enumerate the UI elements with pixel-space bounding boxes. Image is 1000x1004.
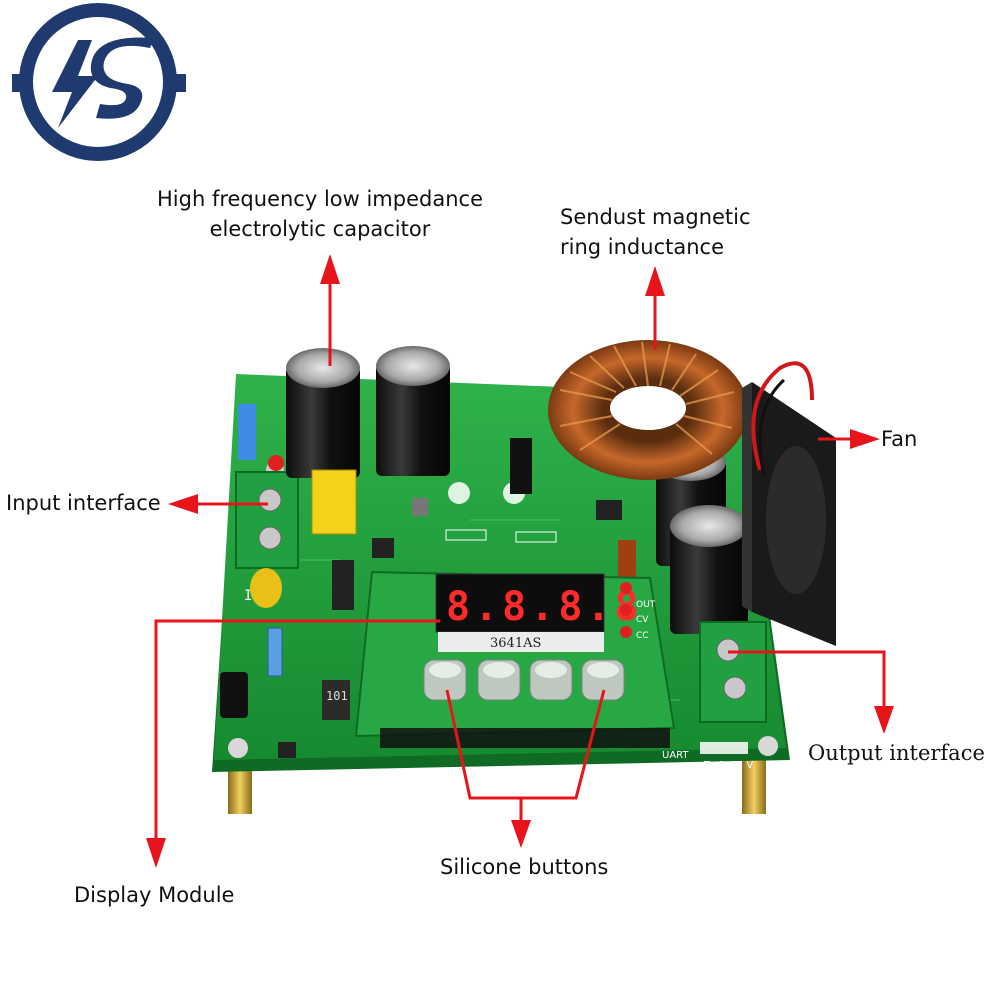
output-interface-label: Output interface [808, 741, 985, 765]
capacitor-label-line2: electrolytic capacitor [209, 217, 431, 241]
display-module-label: Display Module [74, 883, 235, 907]
input-interface-label: Input interface [6, 491, 161, 515]
led-cc-label: CC [636, 631, 649, 641]
led-out-label: OUT [636, 600, 656, 610]
inductor-code: 101 [326, 689, 348, 703]
uart-header: UART T G R V [662, 742, 755, 771]
output-terminal-block [699, 621, 767, 723]
inductance-label-line2: ring inductance [560, 235, 724, 259]
yellow-capacitor [311, 469, 357, 535]
display-digits: 8.8.8.8 [446, 584, 643, 630]
silicone-buttons [423, 659, 625, 701]
callout-arrows [146, 254, 894, 868]
small-components: 101 [220, 438, 636, 758]
electrolytic-capacitors [286, 346, 748, 634]
led-cv-label: CV [636, 615, 649, 625]
toroid-inductor [548, 340, 748, 480]
display-model: 3641AS [490, 636, 541, 651]
jumper [238, 404, 256, 460]
display-module: 8.8.8.8 3641AS OUT CV CC [354, 570, 676, 748]
uart-label: UART [662, 750, 689, 761]
fan-label: Fan [881, 427, 918, 451]
cooling-fan [742, 361, 836, 646]
is-brand-logo [12, 3, 186, 161]
inductance-label-line1: Sendust magnetic [560, 205, 751, 229]
capacitor-label-line1: High frequency low impedance [157, 187, 483, 211]
uart-pins: T G R V [703, 760, 755, 771]
silicone-buttons-label: Silicone buttons [440, 855, 609, 879]
